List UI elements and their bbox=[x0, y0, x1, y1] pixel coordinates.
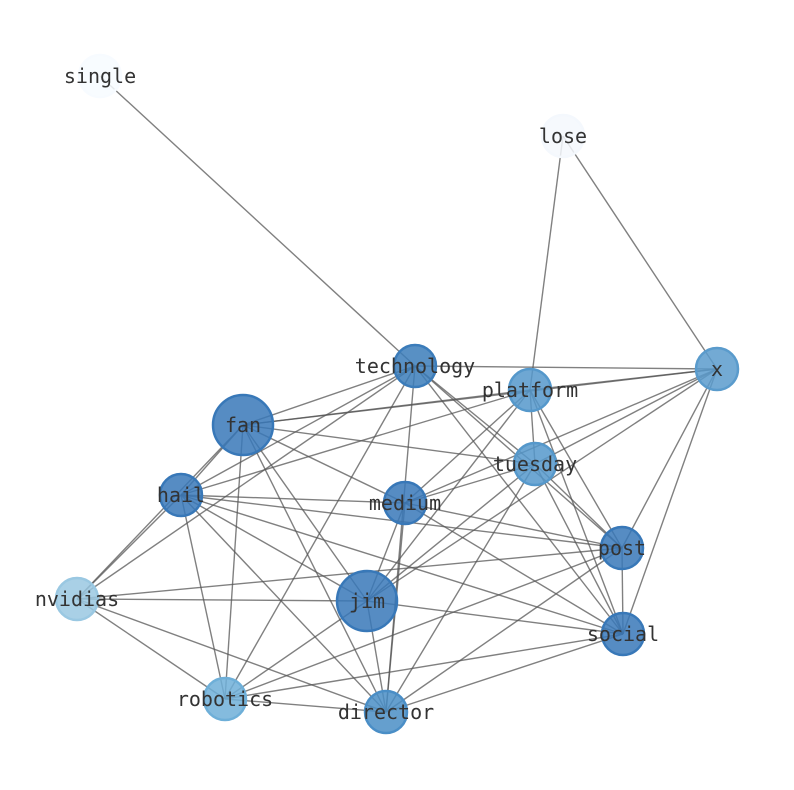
edge-hail-social bbox=[180, 494, 624, 635]
edge-fan-director bbox=[242, 424, 387, 713]
node-label-platform: platform bbox=[482, 378, 578, 402]
edge-hail-director bbox=[180, 494, 387, 713]
edge-x-post bbox=[621, 368, 718, 549]
labels-layer: single lose technology platform x fan tuesday h… bbox=[35, 64, 723, 724]
node-platform[interactable] bbox=[507, 367, 553, 413]
node-single[interactable] bbox=[77, 53, 123, 99]
node-jim[interactable] bbox=[335, 569, 399, 633]
edges-layer bbox=[76, 75, 718, 713]
edge-fan-robotics bbox=[224, 424, 244, 700]
node-lose[interactable] bbox=[540, 113, 586, 159]
edge-post-robotics bbox=[224, 547, 623, 700]
node-hail[interactable] bbox=[158, 472, 204, 518]
node-label-medium: medium bbox=[369, 491, 441, 515]
node-label-nvidias: nvidias bbox=[35, 587, 119, 611]
nodes-layer bbox=[54, 53, 740, 735]
edge-fan-nvidias bbox=[76, 424, 244, 600]
edge-post-nvidias bbox=[76, 547, 623, 600]
node-medium[interactable] bbox=[382, 480, 428, 526]
edge-hail-nvidias bbox=[76, 494, 182, 600]
node-social[interactable] bbox=[600, 611, 646, 657]
edge-tuesday-medium bbox=[404, 463, 536, 504]
node-label-director: director bbox=[338, 700, 434, 724]
node-technology[interactable] bbox=[392, 343, 438, 389]
edge-platform-medium bbox=[404, 389, 531, 504]
edge-fan-tuesday bbox=[242, 424, 536, 465]
edge-technology-hail bbox=[180, 365, 416, 496]
edge-tuesday-social bbox=[534, 463, 624, 635]
edge-lose-platform bbox=[529, 135, 564, 391]
node-nvidias[interactable] bbox=[54, 576, 100, 622]
edge-tuesday-director bbox=[385, 463, 536, 713]
edge-jim-social bbox=[366, 600, 624, 635]
node-tuesday[interactable] bbox=[512, 441, 558, 487]
edge-lose-x bbox=[562, 135, 718, 370]
node-post[interactable] bbox=[599, 525, 645, 571]
edge-hail-robotics bbox=[180, 494, 226, 700]
node-label-jim: jim bbox=[349, 589, 385, 613]
node-label-x: x bbox=[711, 357, 723, 381]
edge-hail-platform bbox=[180, 389, 531, 496]
edge-jim-nvidias bbox=[76, 598, 368, 602]
edge-platform-x bbox=[529, 368, 718, 391]
edge-tuesday-jim bbox=[366, 463, 536, 602]
node-director[interactable] bbox=[363, 689, 409, 735]
edge-medium-post bbox=[404, 502, 623, 549]
node-label-technology: technology bbox=[355, 354, 475, 378]
node-label-single: single bbox=[64, 64, 136, 88]
edge-hail-jim bbox=[180, 494, 368, 602]
edge-post-director bbox=[385, 547, 623, 713]
edge-x-social bbox=[622, 368, 718, 635]
node-robotics[interactable] bbox=[202, 676, 248, 722]
node-label-hail: hail bbox=[157, 483, 205, 507]
edge-x-medium bbox=[404, 368, 718, 504]
node-label-fan: fan bbox=[225, 413, 261, 437]
edge-hail-medium bbox=[180, 494, 406, 504]
node-fan[interactable] bbox=[211, 393, 275, 457]
edge-platform-jim bbox=[366, 389, 531, 602]
edge-robotics-director bbox=[224, 698, 387, 713]
edge-nvidias-robotics bbox=[76, 598, 226, 700]
edge-platform-post bbox=[529, 389, 623, 549]
edge-social-director bbox=[385, 633, 624, 713]
edge-social-robotics bbox=[224, 633, 624, 700]
edge-medium-social bbox=[404, 502, 624, 635]
node-label-post: post bbox=[598, 536, 646, 560]
edge-technology-nvidias bbox=[76, 365, 416, 600]
edge-single-technology bbox=[99, 75, 416, 367]
node-label-robotics: robotics bbox=[177, 687, 273, 711]
node-label-lose: lose bbox=[539, 124, 587, 148]
edge-x-tuesday bbox=[534, 368, 718, 465]
edge-technology-x bbox=[414, 365, 718, 370]
edge-nvidias-director bbox=[76, 598, 387, 713]
edge-technology-tuesday bbox=[414, 365, 536, 465]
edge-technology-robotics bbox=[224, 365, 416, 700]
edge-platform-social bbox=[529, 389, 624, 635]
node-label-social: social bbox=[587, 622, 659, 646]
node-label-tuesday: tuesday bbox=[493, 452, 577, 476]
edge-fan-jim bbox=[242, 424, 368, 602]
node-x[interactable] bbox=[694, 346, 740, 392]
